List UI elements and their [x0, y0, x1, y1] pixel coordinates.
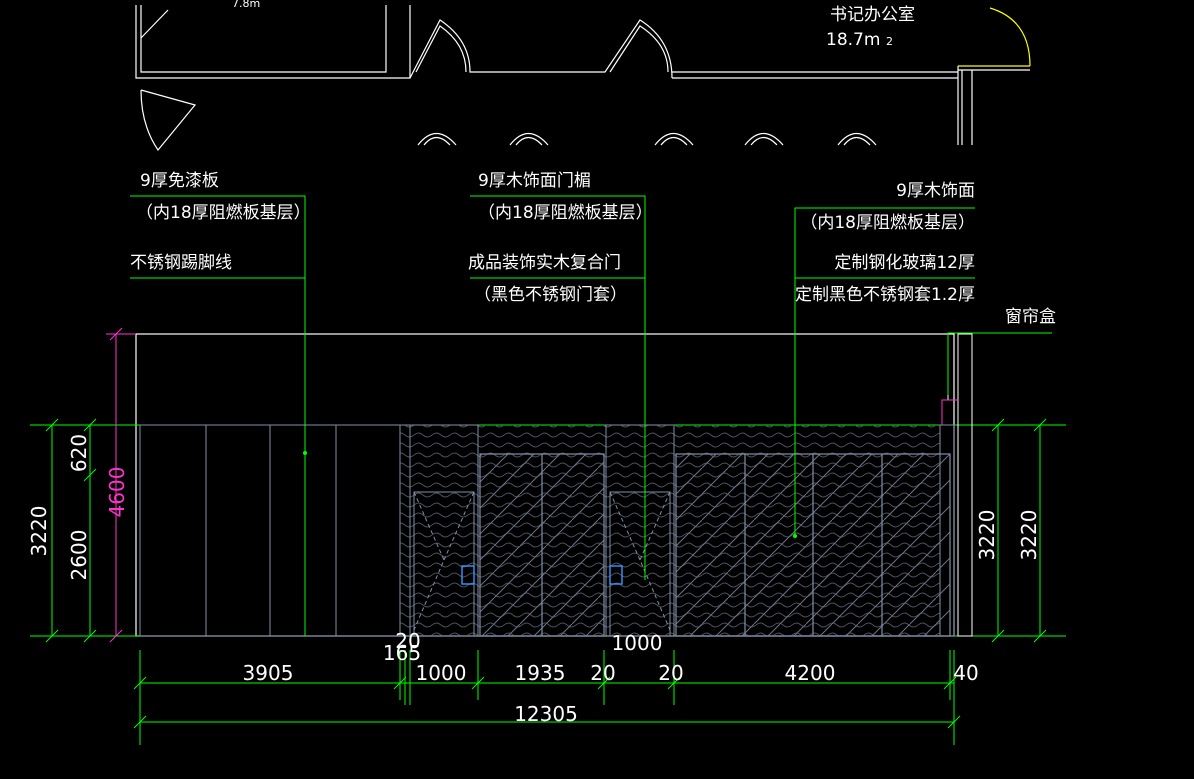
dim-bottom-4: 20: [590, 661, 615, 685]
note-left-2: （内18厚阻燃板基层）: [136, 203, 311, 223]
dim-bottom-top-20: 20: [395, 629, 420, 653]
note-right-4: 定制黑色不锈钢套1.2厚: [795, 285, 975, 305]
leader-dot-left: [303, 451, 307, 455]
dim-bottom-2: 1000: [416, 661, 467, 685]
leader-lines: [130, 195, 1052, 636]
plan-room-area-unit: 2: [886, 35, 893, 48]
note-right-2: （内18厚阻燃板基层）: [800, 213, 975, 233]
note-left-3: 不锈钢踢脚线: [130, 253, 232, 273]
dim-total: 12305: [514, 702, 578, 726]
elevation: [30, 333, 1066, 637]
dim-bottom-6: 4200: [785, 661, 836, 685]
note-mid-2: （内18厚阻燃板基层）: [478, 203, 653, 223]
floor-plan: [135, 5, 1031, 152]
dim-right-outer: 3220: [1017, 510, 1041, 561]
dim-left-lower: 2600: [67, 530, 91, 581]
left-panels: [139, 424, 401, 637]
glass-panels: [479, 453, 951, 637]
leader-dot-right: [793, 534, 797, 538]
note-curtain-box: 窗帘盒: [1005, 307, 1056, 327]
dim-bottom-top-1000: 1000: [612, 631, 663, 655]
door-handle-left: [461, 565, 475, 585]
dim-bottom-7: 40: [953, 661, 978, 685]
dim-bottom-5: 20: [658, 661, 683, 685]
annotations: 9厚免漆板 （内18厚阻燃板基层） 不锈钢踢脚线 9厚木饰面门楣 （内18厚阻燃…: [130, 171, 1056, 327]
doors: [413, 491, 671, 637]
door-handle-right: [609, 565, 623, 585]
vertical-dimension-lines: [45, 418, 1047, 643]
note-right-1: 9厚木饰面: [896, 181, 975, 201]
note-mid-1: 9厚木饰面门楣: [478, 171, 591, 191]
dim-right-inner: 3220: [975, 510, 999, 561]
magenta-dimension-line: [106, 327, 136, 643]
plan-room-name: 书记办公室: [830, 5, 915, 25]
plan-room-area: 18.7m: [826, 30, 880, 50]
dim-left-outer: 3220: [27, 506, 51, 557]
stool-row: [417, 132, 877, 146]
dim-left-upper: 620: [67, 434, 91, 472]
plan-area-top-left: 7.8m: [232, 0, 260, 10]
note-mid-3: 成品装饰实木复合门: [468, 253, 621, 273]
note-mid-4: （黑色不锈钢门套）: [474, 285, 627, 305]
dim-bottom-3: 1935: [515, 661, 566, 685]
dim-bottom-0: 3905: [243, 661, 294, 685]
horizontal-dimension-lines: [133, 650, 961, 745]
dim-left-total-magenta: 4600: [105, 467, 129, 518]
note-right-3: 定制钢化玻璃12厚: [834, 253, 975, 273]
dim-bottom-1: 165: [383, 641, 421, 665]
note-left-1: 9厚免漆板: [140, 171, 219, 191]
